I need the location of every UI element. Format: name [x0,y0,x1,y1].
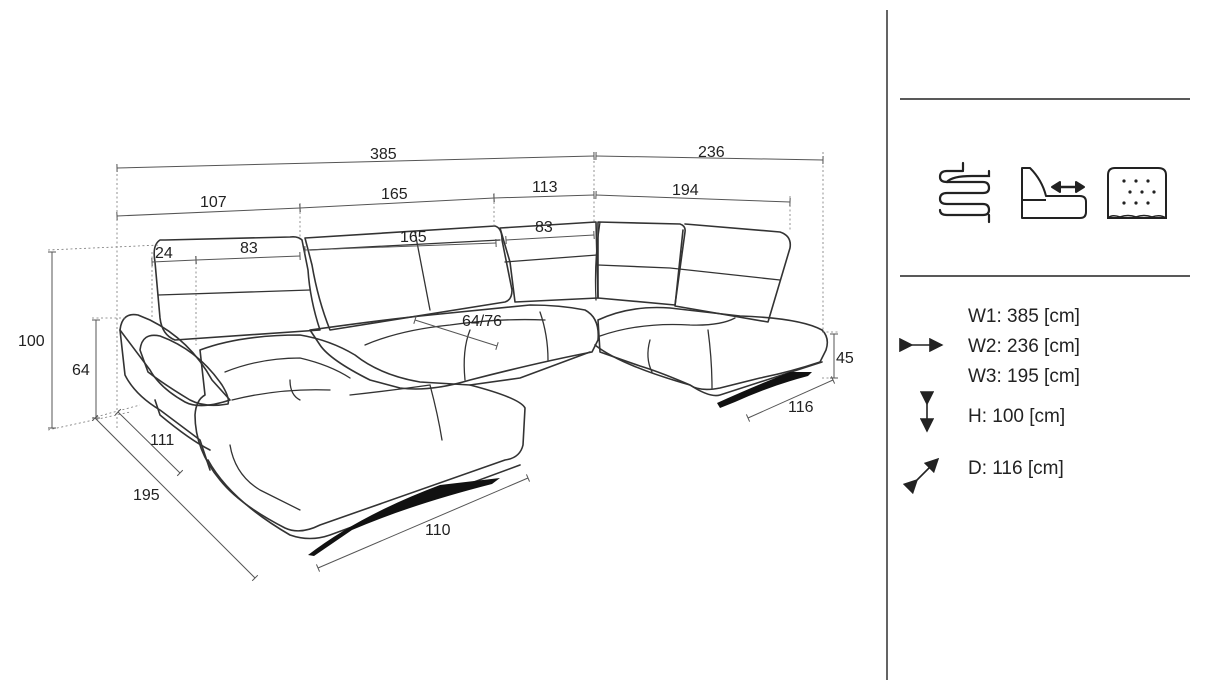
seat-cushion-left-chaise [194,334,526,532]
left-armrest [119,313,231,407]
dim-385: 385 [370,146,397,163]
dim-111: 111 [150,432,174,449]
depth-arrows-icon [902,457,940,495]
spec-d: D: 116 [cm] [968,458,1064,479]
dim-64: 64 [72,362,90,379]
dim-236: 236 [698,144,725,161]
dimension-labels: 385 236 107 165 113 194 24 83 165 83 64/… [18,144,854,539]
dim-116: 116 [788,399,814,416]
back-cushion-corner [499,221,599,303]
dim-24: 24 [155,245,173,262]
dim-100: 100 [18,333,45,350]
quilted-cushion-icon [1107,167,1167,219]
dim-83-corner: 83 [535,219,553,236]
spring-icon [938,161,991,224]
back-cushion-right [597,221,686,306]
dim-165-back: 165 [400,229,427,246]
back-cushion-left [153,236,321,341]
spec-w1: W1: 385 [cm] [968,306,1080,327]
seat-cushion-middle [309,304,600,390]
dim-83-left: 83 [240,240,258,257]
dim-194: 194 [672,182,699,199]
dim-195: 195 [133,487,160,504]
dimension-lines [47,151,840,582]
dim-110: 110 [425,522,451,539]
sofa-illustration [119,221,829,556]
dim-113: 113 [532,179,558,196]
sofa-leg-left [308,478,500,556]
spec-h: H: 100 [cm] [968,406,1065,427]
dim-64-76: 64/76 [462,313,502,330]
spec-w2: W2: 236 [cm] [968,336,1080,357]
spec-w3: W3: 195 [cm] [968,366,1080,387]
dim-165-top: 165 [381,186,408,203]
spec-panel: W1: 385 [cm] W2: 236 [cm] W3: 195 [cm] H… [886,10,1190,680]
dim-45: 45 [836,350,854,367]
adjustable-seat-icon [1021,167,1087,219]
dim-107: 107 [200,194,227,211]
